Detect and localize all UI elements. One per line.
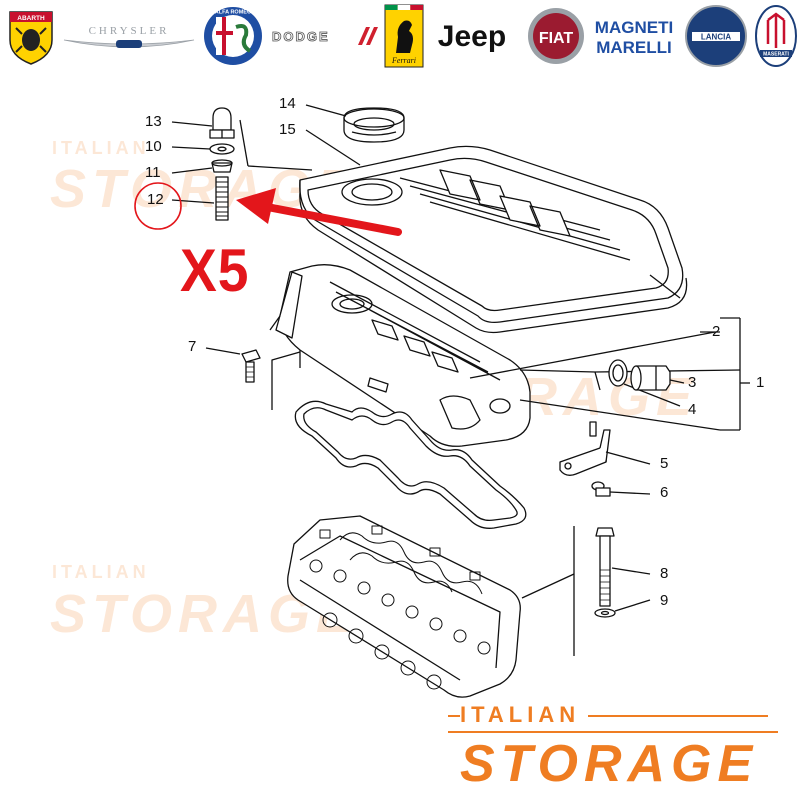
brand-logo-row: ABARTH CHRYSLER ALFA ROMEO (0, 0, 800, 72)
part-13-cap-nut (209, 107, 235, 139)
callout-10: 10 (145, 138, 162, 155)
abarth-logo-text: ABARTH (17, 15, 45, 22)
magneti-marelli-logo: MAGNETI MARELLI (588, 6, 680, 66)
jeep-logo-text: Jeep (438, 20, 506, 53)
alfa-romeo-logo: ALFA ROMEO (202, 6, 264, 66)
fiat-logo-text: FIAT (539, 30, 574, 47)
quantity-label: X5 (180, 237, 250, 304)
logo-line2: STORAGE (460, 735, 759, 793)
maserati-logo-text: MASERATI (763, 52, 789, 58)
red-arrow (236, 188, 402, 236)
part-11-seal (211, 159, 233, 173)
part-2-valve-cover (269, 264, 531, 447)
italian-storage-logo: ITALIAN STORAGE (448, 700, 788, 795)
part-7-bolt (241, 349, 261, 383)
lancia-logo: LANCIA (684, 5, 748, 67)
cylinder-head (287, 515, 521, 698)
part-10-washer (209, 143, 235, 155)
alfa-romeo-logo-text: ALFA ROMEO (215, 10, 252, 16)
dodge-logo: DODGE (270, 6, 378, 66)
ferrari-logo: Ferrari (382, 4, 426, 68)
callout-9: 9 (660, 592, 669, 609)
fiat-logo: FIAT (526, 6, 586, 66)
jeep-logo: Jeep (430, 6, 514, 66)
callout-13: 13 (145, 113, 162, 130)
maserati-logo: MASERATI (754, 5, 798, 67)
lancia-logo-text: LANCIA (701, 33, 731, 42)
callout-4: 4 (688, 401, 697, 418)
callout-5: 5 (660, 455, 669, 472)
callout-12: 12 (147, 191, 164, 208)
part-9-washer (594, 608, 616, 618)
callout-11: 11 (145, 164, 161, 181)
highlight-circle (134, 182, 182, 230)
abarth-logo: ABARTH (4, 6, 58, 66)
part-5-bracket (559, 421, 611, 476)
callout-3: 3 (688, 374, 697, 391)
part-14-grommet (343, 107, 405, 143)
magneti-marelli-logo-text: MAGNETI (595, 18, 673, 37)
chrysler-logo-text: CHRYSLER (89, 25, 170, 37)
callout-8: 8 (660, 565, 669, 582)
part-6-screw (591, 481, 611, 497)
callout-7: 7 (188, 338, 197, 355)
logo-line1: ITALIAN (460, 702, 581, 727)
part-15-engine-cover (299, 145, 688, 334)
chrysler-logo: CHRYSLER (62, 6, 196, 66)
callout-1: 1 (756, 374, 765, 391)
callout-14: 14 (279, 95, 296, 112)
gasket (294, 400, 527, 529)
part-12-stud (215, 176, 229, 221)
ferrari-logo-text: Ferrari (391, 56, 416, 65)
callout-6: 6 (660, 484, 669, 501)
callout-15: 15 (279, 121, 296, 138)
part-8-head-bolt (595, 527, 615, 607)
part-3-breather-plug (630, 365, 671, 391)
callout-2: 2 (712, 323, 721, 340)
part-4-o-ring (608, 359, 628, 387)
dodge-logo-text: DODGE (272, 29, 330, 44)
magneti-marelli-logo-text-2: MARELLI (596, 38, 672, 57)
